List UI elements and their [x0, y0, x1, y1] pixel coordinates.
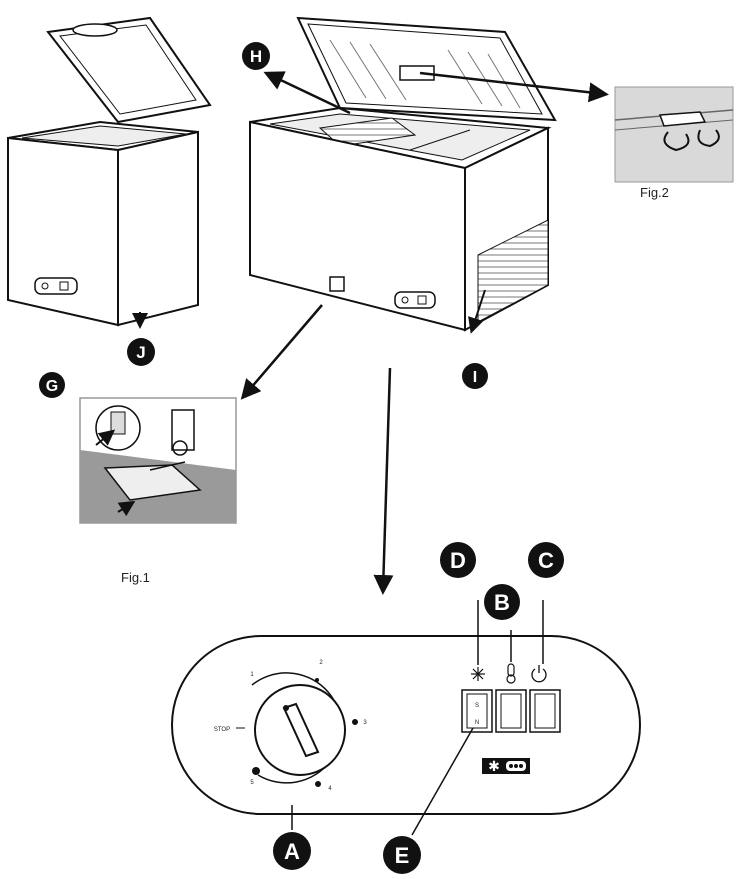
svg-text:D: D	[450, 548, 466, 573]
arrow-to-h	[263, 71, 351, 115]
callout-d: D	[440, 542, 476, 578]
callout-h: H	[242, 42, 270, 70]
callout-e: E	[383, 836, 421, 874]
fig1-caption: Fig.1	[121, 570, 150, 585]
svg-text:H: H	[250, 47, 262, 66]
dial-mark-3: 3	[363, 720, 367, 726]
svg-text:E: E	[395, 843, 410, 868]
arrow-to-fig2	[419, 71, 609, 103]
dial-mark-2: 2	[319, 660, 323, 666]
svg-text:A: A	[284, 839, 300, 864]
dial-mark-5: 5	[250, 780, 254, 786]
svg-text:C: C	[538, 548, 554, 573]
pointer-e	[411, 727, 474, 836]
power-icon	[531, 665, 547, 683]
svg-text:B: B	[494, 590, 510, 615]
arrow-to-panel	[373, 367, 394, 595]
svg-text:G: G	[46, 378, 58, 395]
svg-text:J: J	[136, 343, 145, 362]
callout-i: I	[462, 363, 488, 389]
snowflake-icon	[471, 667, 485, 681]
callout-g: G	[39, 372, 65, 398]
small-freezer	[7, 16, 212, 329]
switch-label-n: N	[475, 720, 479, 726]
svg-text:I: I	[473, 369, 477, 386]
thermometer-icon	[506, 663, 516, 684]
dial-mark-4: 4	[328, 786, 332, 792]
fig2-caption: Fig.2	[640, 185, 669, 200]
arrow-to-fig1	[240, 304, 323, 400]
large-freezer	[249, 16, 557, 332]
control-panel: ✱	[171, 635, 641, 815]
dial-mark-1: 1	[250, 672, 254, 678]
dial-stop-label: STOP	[214, 727, 230, 733]
callout-j: J	[127, 338, 155, 366]
fig2-inset	[614, 86, 734, 183]
arrow-to-i	[468, 289, 486, 334]
switch-label-s: S	[475, 703, 479, 709]
callout-c: C	[528, 542, 564, 578]
callout-a: A	[273, 832, 311, 870]
callout-b: B	[484, 584, 520, 620]
fig1-inset	[79, 397, 237, 524]
svg-text:✱: ✱	[488, 759, 500, 775]
